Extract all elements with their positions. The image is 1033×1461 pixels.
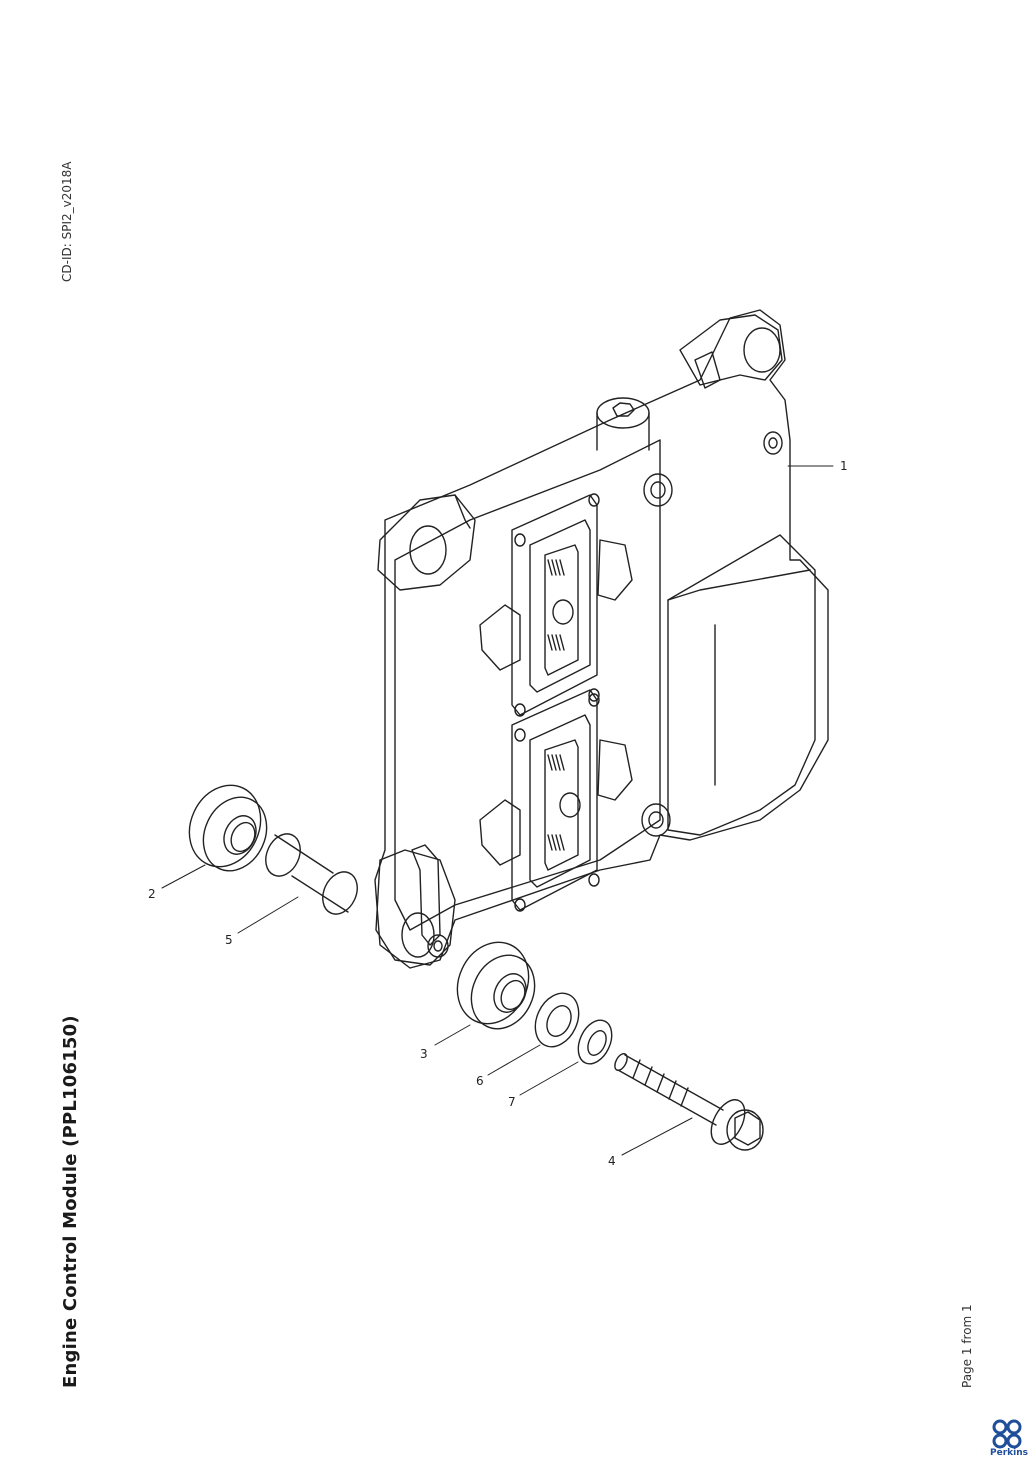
part-6-washer <box>534 992 580 1048</box>
callout-5: 5 <box>225 933 233 947</box>
part-5-sleeve <box>265 833 358 915</box>
ecm-housing <box>374 309 829 969</box>
part-4-bolt <box>614 1053 764 1151</box>
callout-7: 7 <box>508 1095 516 1109</box>
brand-name: Perkins <box>990 1448 1028 1458</box>
callout-4: 4 <box>608 1154 616 1168</box>
callout-3: 3 <box>420 1047 428 1061</box>
part-2-grommet <box>188 784 268 872</box>
callout-2: 2 <box>148 887 156 901</box>
part-7-washer <box>577 1019 613 1065</box>
part-3-grommet <box>456 941 536 1030</box>
callout-6: 6 <box>476 1074 484 1088</box>
leader-lines <box>161 465 834 1156</box>
callout-1: 1 <box>840 459 848 473</box>
perkins-logo-icon <box>992 1419 1022 1449</box>
